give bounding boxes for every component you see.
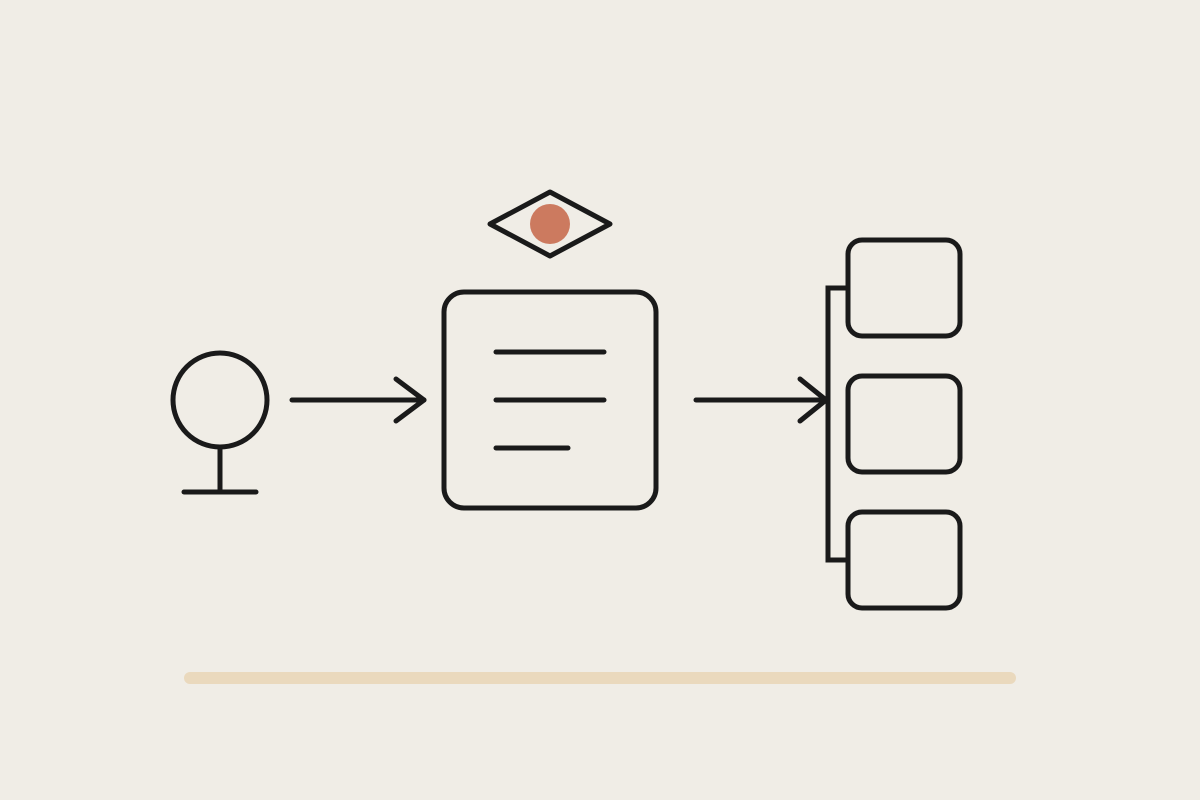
output-box-1 <box>845 237 963 339</box>
person-pin-icon <box>170 350 270 495</box>
arrow-1-head <box>393 376 427 424</box>
document-lines-icon <box>441 289 659 511</box>
branch-bracket <box>825 285 846 563</box>
output-box-2 <box>845 373 963 475</box>
eye-icon <box>487 189 613 259</box>
document-card <box>441 289 659 511</box>
arrow-right-icon <box>289 376 427 424</box>
branch-boxes-icon <box>825 237 963 611</box>
person-pin-head <box>170 350 270 450</box>
eye-outline <box>487 189 613 259</box>
output-box-3 <box>845 509 963 611</box>
eye-pupil <box>530 204 570 244</box>
arrow-right-icon <box>693 376 829 424</box>
